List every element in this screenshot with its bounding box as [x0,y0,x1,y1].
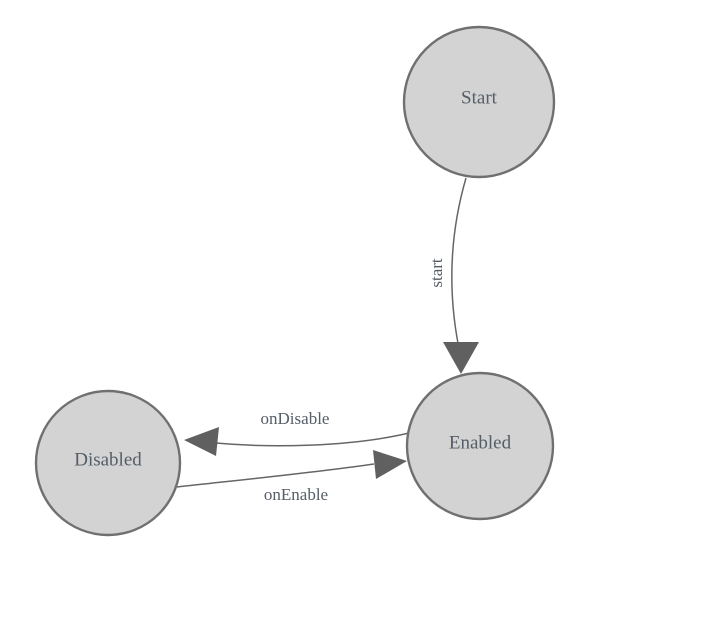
node-start-circle [402,25,556,179]
node-disabled-label: Disabled [74,449,142,470]
node-disabled-circle [34,389,182,537]
edge-start-to-enabled-arrowhead [443,342,479,374]
node-start[interactable]: Start [402,25,556,179]
edge-label-on-disable: onDisable [261,409,330,428]
edge-disabled-to-enabled-line [176,463,375,488]
edge-label-on-enable: onEnable [264,485,328,504]
node-disabled[interactable]: Disabled [34,389,182,537]
edge-enabled-to-disabled[interactable]: onDisable [184,409,410,456]
node-enabled[interactable]: Enabled [405,371,555,521]
edge-start-to-enabled[interactable]: start [427,177,479,374]
edge-label-start: start [427,258,446,288]
node-start-label: Start [461,87,498,108]
edge-enabled-to-disabled-arrowhead [184,427,219,456]
edge-start-to-enabled-line [451,177,467,359]
node-enabled-circle [405,371,555,521]
node-enabled-label: Enabled [449,432,512,453]
edge-disabled-to-enabled-arrowhead [373,450,407,479]
edge-enabled-to-disabled-line [215,432,410,447]
edge-disabled-to-enabled[interactable]: onEnable [176,450,407,504]
